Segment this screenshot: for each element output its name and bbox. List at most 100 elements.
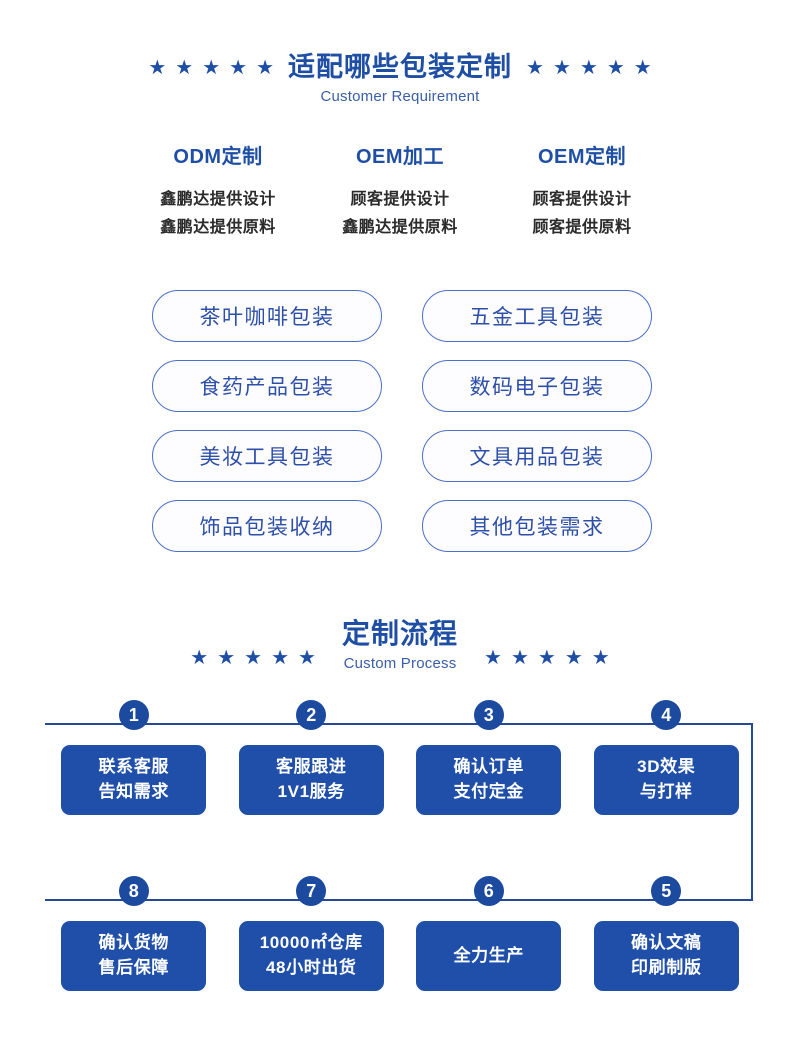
step-label-box: 确认文稿 印刷制版 <box>593 921 739 991</box>
mode-line: 顾客提供设计 <box>532 191 632 208</box>
stars-right-requirement: ★ ★ ★ ★ ★ <box>526 58 652 78</box>
step-label-box: 10000㎡仓库 48小时出货 <box>238 921 384 991</box>
stars-left-requirement: ★ ★ ★ ★ ★ <box>148 58 274 78</box>
step-label-box: 3D效果 与打样 <box>593 745 739 815</box>
step-label-box: 确认货物 售后保障 <box>61 921 207 991</box>
step-label-box: 客服跟进 1V1服务 <box>238 745 384 815</box>
category-pill[interactable]: 食药产品包装 <box>152 360 382 412</box>
star-icon: ★ <box>202 57 221 79</box>
star-icon: ★ <box>217 646 236 669</box>
mode-column-oem-processing: OEM加工 顾客提供设计 鑫鹏达提供原料 <box>312 145 488 242</box>
step-label-line: 联系客服 <box>98 757 169 777</box>
step-label-box: 联系客服 告知需求 <box>61 745 207 815</box>
step-label-line: 与打样 <box>639 782 693 801</box>
stars-right-process: ★ ★ ★ ★ ★ <box>484 648 610 668</box>
requirement-title-block: 适配哪些包装定制 Customer Requirement <box>288 52 512 109</box>
process-step[interactable]: 8 确认货物 售后保障 <box>45 876 223 991</box>
step-number-badge: 3 <box>473 700 504 730</box>
step-label-line: 全力生产 <box>453 945 524 965</box>
step-label-line: 3D效果 <box>637 757 696 777</box>
process-title-block: 定制流程 Custom Process <box>342 618 458 676</box>
step-label-line: 10000㎡仓库 <box>259 933 363 953</box>
mode-line: 顾客提供设计 <box>350 191 450 208</box>
requirement-title-cn: 适配哪些包装定制 <box>288 52 512 82</box>
star-icon: ★ <box>244 646 263 669</box>
requirement-title-en: Customer Requirement <box>320 88 480 106</box>
process-step[interactable]: 4 3D效果 与打样 <box>578 700 756 815</box>
mode-column-odm: ODM定制 鑫鹏达提供设计 鑫鹏达提供原料 <box>130 145 306 242</box>
star-icon: ★ <box>552 57 571 79</box>
process-title-cn: 定制流程 <box>341 618 458 649</box>
mode-title: OEM定制 <box>537 146 627 168</box>
step-number-badge: 8 <box>118 876 149 906</box>
mode-description: 鑫鹏达提供设计 鑫鹏达提供原料 <box>130 186 306 242</box>
mode-title: ODM定制 <box>173 146 263 168</box>
mode-description: 顾客提供设计 顾客提供原料 <box>494 186 670 242</box>
step-label-line: 确认文稿 <box>631 933 702 953</box>
step-label-line: 1V1服务 <box>277 782 345 801</box>
star-icon: ★ <box>148 57 167 79</box>
process-section-header: ★ ★ ★ ★ ★ 定制流程 Custom Process ★ ★ ★ ★ ★ <box>0 618 800 676</box>
step-label-line: 客服跟进 <box>276 757 347 777</box>
step-number-badge: 4 <box>651 700 682 730</box>
step-number-badge: 1 <box>118 700 149 730</box>
star-icon: ★ <box>537 646 556 669</box>
process-steps-row-2: 8 确认货物 售后保障 7 10000㎡仓库 48小时出货 6 全力生产 5 确… <box>45 876 755 991</box>
requirement-section-header: ★ ★ ★ ★ ★ 适配哪些包装定制 Customer Requirement … <box>0 52 800 109</box>
star-icon: ★ <box>564 646 583 669</box>
category-pill[interactable]: 文具用品包装 <box>422 430 652 482</box>
mode-title: OEM加工 <box>355 146 445 168</box>
mode-column-oem-custom: OEM定制 顾客提供设计 顾客提供原料 <box>494 145 670 242</box>
mode-line: 鑫鹏达提供原料 <box>342 219 458 236</box>
star-icon: ★ <box>606 57 625 79</box>
step-label-line: 确认订单 <box>453 757 524 777</box>
star-icon: ★ <box>271 646 290 669</box>
package-category-list: 茶叶咖啡包装 五金工具包装 食药产品包装 数码电子包装 美妆工具包装 文具用品包… <box>152 290 652 552</box>
star-icon: ★ <box>175 57 194 79</box>
process-step[interactable]: 6 全力生产 <box>400 876 578 991</box>
step-number-badge: 2 <box>296 700 327 730</box>
step-label-box: 确认订单 支付定金 <box>416 745 562 815</box>
star-icon: ★ <box>229 57 248 79</box>
step-label-line: 印刷制版 <box>631 958 702 977</box>
category-pill[interactable]: 美妆工具包装 <box>152 430 382 482</box>
process-step[interactable]: 3 确认订单 支付定金 <box>400 700 578 815</box>
star-icon: ★ <box>510 646 529 669</box>
process-steps-row-1: 1 联系客服 告知需求 2 客服跟进 1V1服务 3 确认订单 支付定金 4 3… <box>45 700 755 815</box>
star-icon: ★ <box>484 646 502 669</box>
step-label-line: 支付定金 <box>453 782 524 801</box>
step-label-line: 48小时出货 <box>265 958 357 977</box>
category-pill[interactable]: 饰品包装收纳 <box>152 500 382 552</box>
category-pill[interactable]: 茶叶咖啡包装 <box>152 290 382 342</box>
star-icon: ★ <box>256 57 274 79</box>
step-number-badge: 7 <box>296 876 327 906</box>
process-step[interactable]: 2 客服跟进 1V1服务 <box>223 700 401 815</box>
process-step[interactable]: 1 联系客服 告知需求 <box>45 700 223 815</box>
mode-description: 顾客提供设计 鑫鹏达提供原料 <box>312 186 488 242</box>
category-pill[interactable]: 其他包装需求 <box>422 500 652 552</box>
step-label-box: 全力生产 <box>416 921 562 991</box>
star-icon: ★ <box>591 646 610 669</box>
star-icon: ★ <box>526 57 544 79</box>
category-pill[interactable]: 五金工具包装 <box>422 290 652 342</box>
star-icon: ★ <box>579 57 598 79</box>
flow-connector-line-top <box>45 723 753 725</box>
mode-line: 顾客提供原料 <box>532 219 632 236</box>
stars-left-process: ★ ★ ★ ★ ★ <box>190 648 316 668</box>
mode-line: 鑫鹏达提供原料 <box>160 219 276 236</box>
customization-modes: ODM定制 鑫鹏达提供设计 鑫鹏达提供原料 OEM加工 顾客提供设计 鑫鹏达提供… <box>130 145 670 242</box>
step-label-line: 告知需求 <box>98 782 169 801</box>
star-icon: ★ <box>633 57 652 79</box>
flow-connector-line-right <box>751 723 753 901</box>
category-pill[interactable]: 数码电子包装 <box>422 360 652 412</box>
step-label-line: 确认货物 <box>98 933 169 953</box>
star-icon: ★ <box>298 646 316 669</box>
process-title-en: Custom Process <box>343 655 457 673</box>
process-step[interactable]: 5 确认文稿 印刷制版 <box>578 876 756 991</box>
process-step[interactable]: 7 10000㎡仓库 48小时出货 <box>223 876 401 991</box>
step-number-badge: 6 <box>473 876 504 906</box>
mode-line: 鑫鹏达提供设计 <box>160 191 276 208</box>
star-icon: ★ <box>190 646 209 669</box>
step-label-line: 售后保障 <box>98 958 169 977</box>
